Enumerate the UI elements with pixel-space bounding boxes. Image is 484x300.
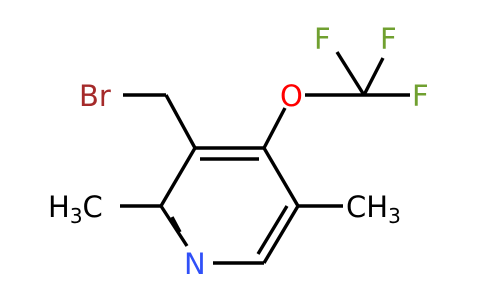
fluorine-left-label: F (314, 22, 331, 56)
oxygen-label: O (280, 79, 303, 113)
atom-labels: Br O F F F N H3C CH3 (48, 22, 429, 281)
bond-c4-o (262, 107, 287, 149)
methyl-right-ch: CH (346, 190, 388, 224)
methyl-left-h: H (48, 190, 70, 224)
fluorine-right-label: F (412, 79, 429, 113)
bond-c4-c5 (262, 147, 300, 207)
bonds (120, 51, 410, 265)
bond-cf3-f-middle (362, 57, 385, 96)
fluorine-middle-label: F (380, 22, 397, 56)
bromine-label: Br (79, 79, 111, 113)
bond-c2-c3 (159, 147, 197, 207)
methyl-left-c: C (83, 190, 103, 224)
methyl-left-label: H3C (48, 190, 103, 228)
methyl-right-subscript: 3 (388, 204, 401, 228)
bond-n-c2 (159, 205, 189, 247)
bond-c5-c6-inner (256, 205, 289, 255)
methyl-left-subscript: 3 (70, 204, 83, 228)
bond-c5-c6 (262, 205, 300, 264)
bond-cf3-f-left (335, 51, 366, 96)
bond-n-c2-inner (170, 216, 182, 233)
methyl-right-label: CH3 (346, 190, 401, 228)
nitrogen-label: N (184, 247, 206, 281)
bond-c3-ch2 (164, 94, 197, 149)
